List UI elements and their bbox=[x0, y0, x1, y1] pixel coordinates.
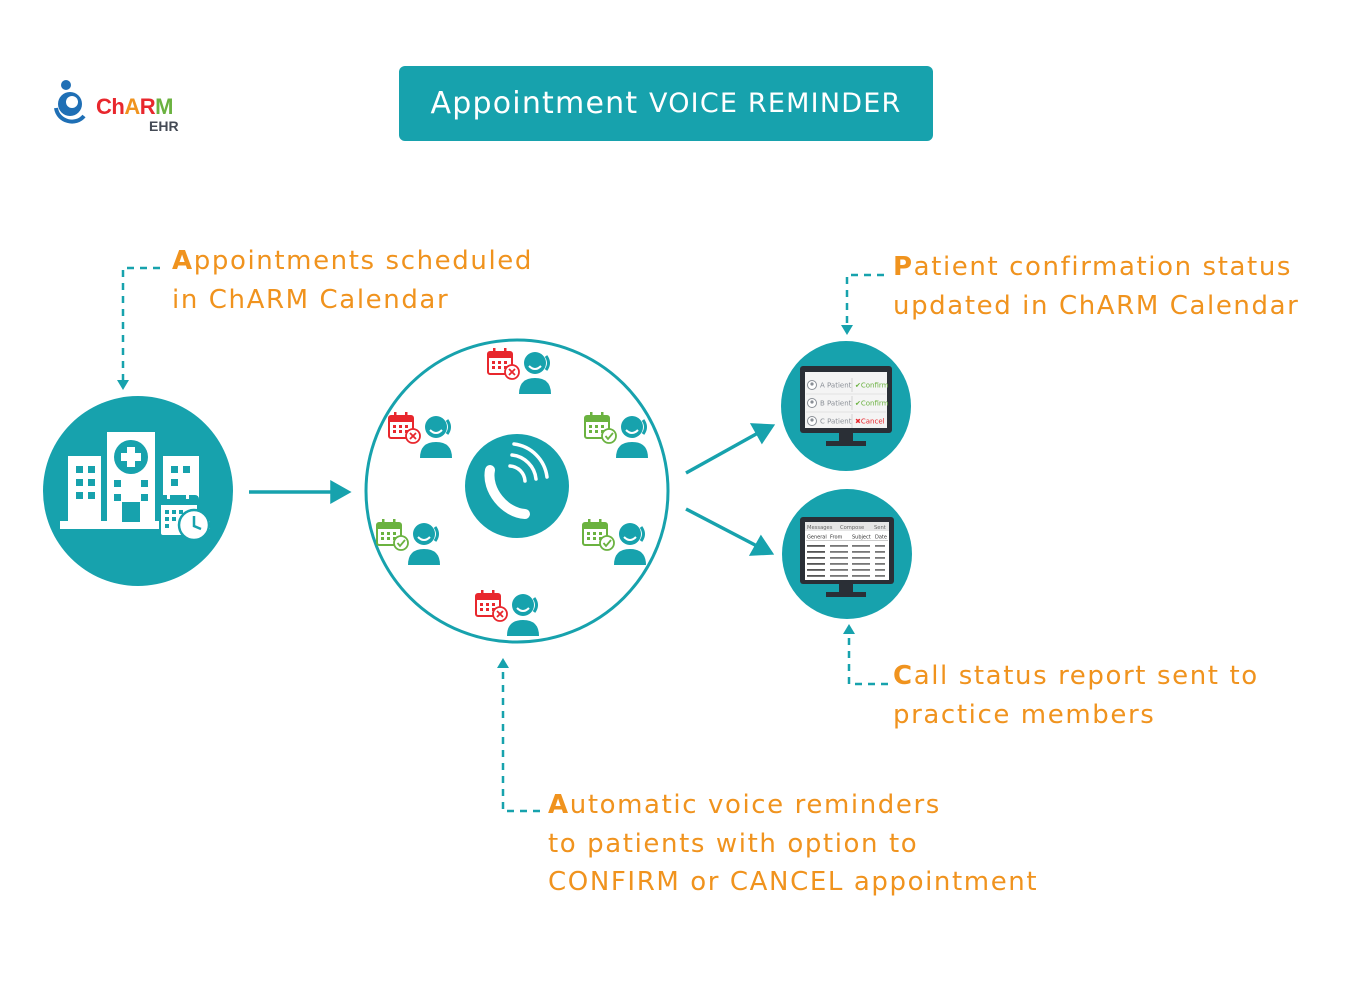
logo-mark-icon bbox=[54, 80, 86, 124]
arrow-to-confirmation bbox=[685, 431, 759, 475]
message-row-placeholder bbox=[807, 575, 885, 577]
connector-confirmation bbox=[845, 273, 884, 325]
label-text: ppointments scheduled bbox=[193, 246, 533, 276]
messages-column-header: Date bbox=[875, 535, 887, 541]
patient-name: A Patient bbox=[820, 382, 852, 390]
logo-wordmark: ChARM bbox=[96, 94, 173, 120]
messages-column-header: Subject bbox=[852, 535, 871, 541]
label-text: CONFIRM or CANCEL appointment bbox=[548, 867, 1039, 897]
title-lead: Appointment bbox=[430, 86, 639, 121]
messages-column-header: From bbox=[830, 535, 843, 541]
caller-cancel-icon bbox=[475, 590, 539, 636]
message-row-placeholder bbox=[807, 569, 885, 571]
confirmation-status: ✔Confirm bbox=[855, 400, 889, 408]
calendar-clock-icon bbox=[159, 491, 211, 542]
title-emphasis: VOICE REMINDER bbox=[649, 88, 902, 119]
flow-arrows bbox=[249, 423, 776, 556]
confirmation-row: A Patient✔Confirm bbox=[806, 378, 889, 395]
label-text: in ChARM Calendar bbox=[172, 284, 450, 315]
label-initial: C bbox=[893, 661, 914, 691]
call-center-node bbox=[364, 338, 670, 644]
patient-name: B Patient bbox=[820, 400, 852, 408]
phone-icon bbox=[484, 442, 549, 519]
dashed-connectors bbox=[121, 266, 888, 813]
label-initial: P bbox=[893, 252, 914, 282]
charm-ehr-logo: ChARM EHR bbox=[52, 78, 192, 138]
label-text: updated in ChARM Calendar bbox=[893, 290, 1300, 321]
label-confirmation: Patient confirmation status updated in C… bbox=[893, 248, 1299, 325]
message-row-placeholder bbox=[807, 557, 885, 559]
caller-cancel-icon bbox=[388, 412, 452, 458]
logo-subtitle: EHR bbox=[149, 118, 179, 134]
page-title: Appointment VOICE REMINDER bbox=[399, 66, 933, 141]
label-initial: A bbox=[172, 246, 194, 276]
messages-tab: Messages bbox=[807, 525, 833, 531]
dashed-arrowheads bbox=[117, 325, 855, 668]
caller-cancel-icon bbox=[487, 348, 551, 394]
label-text: atient confirmation status bbox=[913, 252, 1293, 282]
messages-tab: Sent bbox=[874, 525, 886, 531]
logo-part: M bbox=[155, 94, 173, 119]
label-text: utomatic voice reminders bbox=[569, 790, 941, 820]
label-initial: A bbox=[548, 790, 570, 820]
hospital-windows bbox=[76, 466, 190, 522]
confirmation-status: ✖Cancel bbox=[855, 418, 885, 426]
confirmation-row: C Patient✖Cancel bbox=[807, 414, 885, 428]
caller-confirm-icon bbox=[582, 519, 646, 565]
logo-part: A bbox=[124, 94, 140, 119]
messages-tab: Compose bbox=[840, 525, 864, 531]
messages-column-header: General bbox=[807, 535, 827, 541]
message-row-placeholder bbox=[807, 563, 885, 565]
connector-scheduled bbox=[121, 266, 160, 380]
connector-call-report bbox=[847, 632, 888, 686]
caller-confirm-icon bbox=[376, 519, 440, 565]
confirmation-status: ✔Confirm bbox=[855, 382, 889, 390]
message-row-placeholder bbox=[807, 551, 885, 553]
label-text: to patients with option to bbox=[548, 828, 919, 859]
logo-part: Ch bbox=[96, 94, 125, 119]
label-text: practice members bbox=[893, 699, 1156, 730]
hospital-node bbox=[43, 396, 233, 586]
label-voice: Automatic voice reminders to patients wi… bbox=[548, 786, 1038, 902]
connector-voice bbox=[501, 666, 540, 813]
patient-name: C Patient bbox=[820, 418, 852, 426]
caller-confirm-icon bbox=[584, 412, 648, 458]
arrow-to-report bbox=[685, 507, 758, 548]
label-call-report: Call status report sent to practice memb… bbox=[893, 657, 1259, 734]
logo-part: R bbox=[139, 94, 156, 119]
phone-hub bbox=[465, 434, 569, 538]
confirmation-row: B Patient✔Confirm bbox=[806, 396, 889, 413]
message-row-placeholder bbox=[807, 545, 885, 547]
label-text: all status report sent to bbox=[913, 661, 1259, 691]
label-scheduled: Appointments scheduled in ChARM Calendar bbox=[172, 242, 533, 319]
